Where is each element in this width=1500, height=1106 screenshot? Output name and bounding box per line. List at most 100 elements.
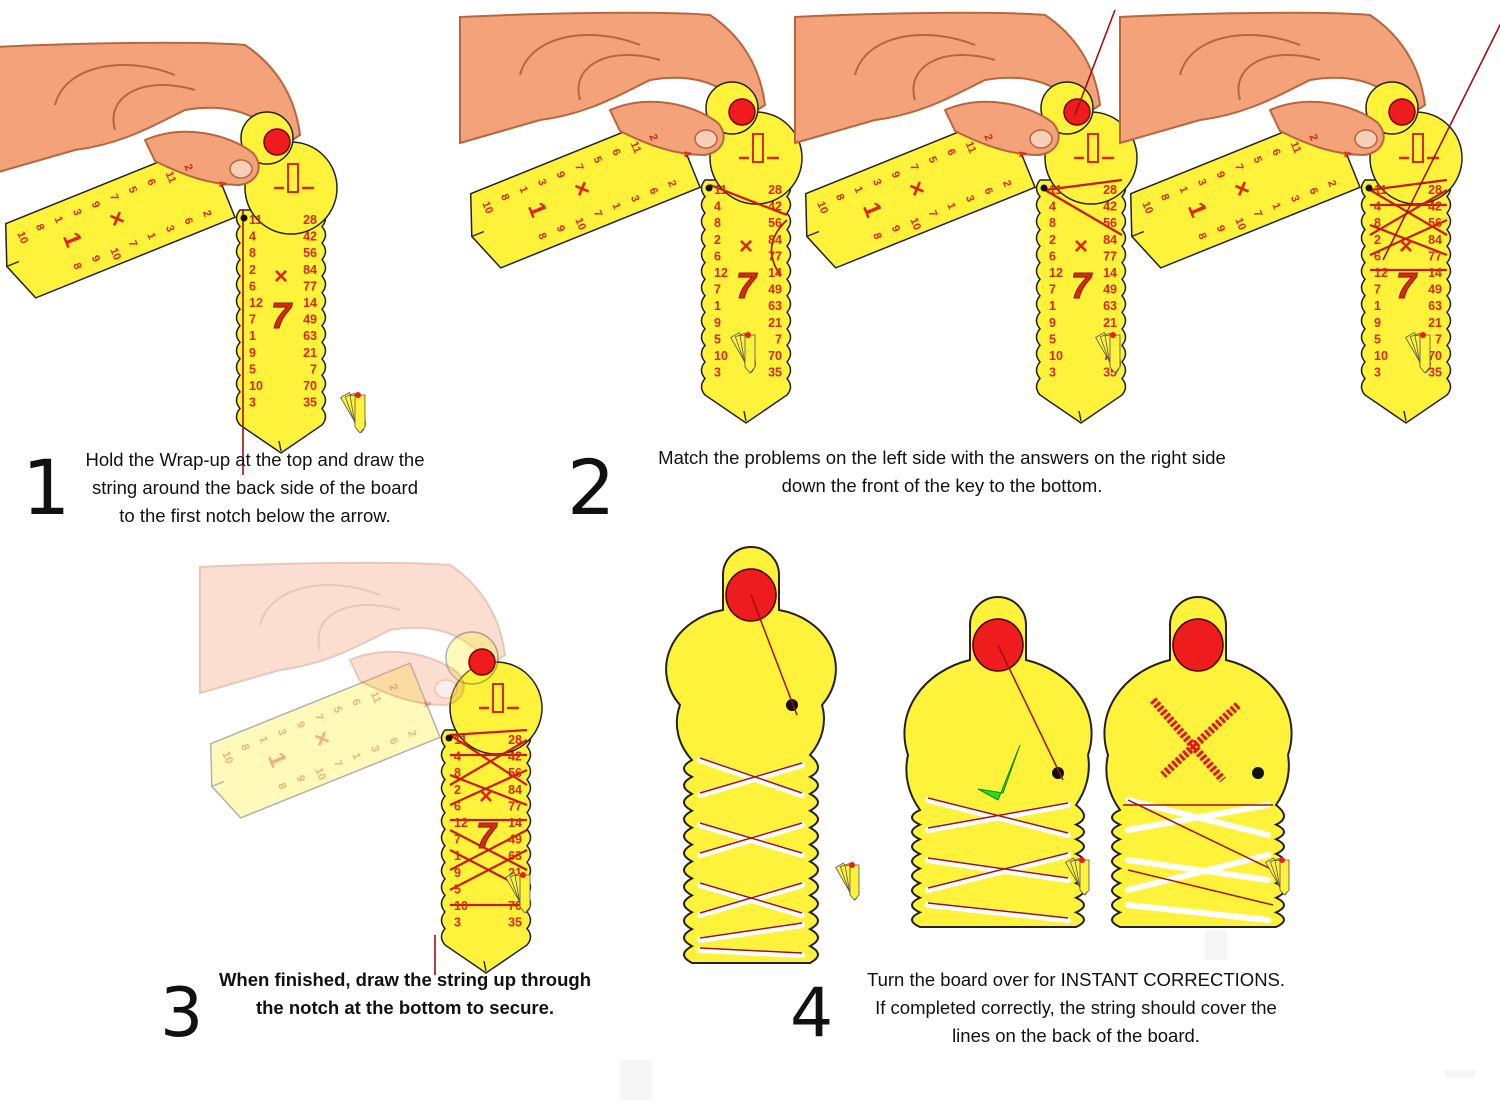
string-wrap (1127, 869, 1274, 906)
answer-number: 7 (1435, 332, 1442, 346)
answer-number: 84 (508, 783, 522, 797)
problem-number: 9 (714, 316, 721, 330)
key-body (235, 111, 338, 454)
arm-number: 7 (1251, 209, 1264, 219)
finger-crease (317, 604, 401, 651)
answer-number: 49 (1103, 283, 1117, 297)
problem-number: 8 (1374, 216, 1381, 230)
problem-number: 6 (1374, 249, 1381, 263)
answer-number: 56 (1103, 216, 1117, 230)
arm-number: 3 (275, 727, 288, 737)
arm-number: 10 (107, 246, 123, 262)
problem-number: 12 (1374, 266, 1388, 280)
arm-number: 8 (498, 192, 511, 202)
arm-number: 8 (70, 261, 83, 271)
bottom-notch (1078, 410, 1082, 422)
arm-number: 6 (349, 697, 362, 707)
caption-line: to the first notch below the arrow. (119, 505, 391, 526)
thumbnail (229, 159, 253, 179)
key-scene: 211657931810263171098×141148261271951032… (199, 561, 543, 975)
arm-number: 1 (609, 201, 622, 211)
problem-number: 8 (249, 246, 256, 260)
answer-line (1125, 802, 1271, 833)
wrap-up-key: 211657931810263171098×141148261271951032… (794, 9, 1138, 424)
operator-symbol: × (739, 233, 753, 260)
finger-crease (1179, 34, 1301, 76)
problem-number: 10 (714, 349, 728, 363)
answer-number: 28 (508, 733, 522, 747)
arm-number: 3 (535, 177, 548, 187)
problem-number: 1 (714, 299, 721, 313)
answer-number: 7 (775, 332, 782, 346)
mini-knob (1110, 332, 1116, 338)
answer-number: 21 (768, 316, 782, 330)
problem-number: 4 (714, 200, 721, 214)
string-wrap (449, 849, 528, 891)
step-4-number: 4 (790, 974, 834, 1053)
string-wrap (1044, 189, 1123, 236)
answer-number: 56 (303, 246, 317, 260)
problem-number: 1 (249, 329, 256, 343)
arm-number: 10 (479, 200, 495, 216)
answer-number: 84 (768, 233, 782, 247)
start-dot (705, 184, 713, 192)
caption-line: lines on the back of the board. (952, 1025, 1200, 1046)
answer-line (1125, 852, 1271, 893)
caption-line: If completed correctly, the string shoul… (875, 997, 1277, 1018)
answer-number: 77 (768, 249, 782, 263)
answer-number: 28 (1428, 183, 1442, 197)
string-wrap (1369, 178, 1448, 192)
problem-number: 5 (1374, 332, 1381, 346)
arm-number: 6 (181, 216, 194, 226)
board-back-full (665, 546, 837, 964)
problem-number: 3 (714, 366, 721, 380)
arm-number: 11 (628, 140, 643, 155)
arm-number: 2 (665, 179, 678, 189)
hand-palm (794, 11, 1102, 145)
arm-number: 1 (51, 215, 64, 225)
problem-number: 7 (454, 833, 461, 847)
problem-number: 4 (454, 750, 461, 764)
arm-number: 5 (926, 155, 939, 165)
arm-number: 2 (405, 729, 418, 739)
answer-number: 63 (1103, 299, 1117, 313)
arm-number: 8 (275, 781, 288, 791)
key-scene: 211657931810263171098×141148261271951032… (1119, 11, 1500, 424)
string-wrap (699, 757, 803, 794)
arm-number: 7 (591, 209, 604, 219)
step-2c-svg: 211657931810263171098×141148261271951032… (1119, 11, 1500, 424)
answer-number: 63 (508, 849, 522, 863)
problem-number: 10 (249, 379, 263, 393)
background-artifact (620, 1060, 652, 1100)
arm-number: 7 (331, 759, 344, 769)
arm-number: 5 (1251, 155, 1264, 165)
answer-number: 63 (768, 299, 782, 313)
problem-number: 5 (249, 362, 256, 376)
arm-number: 2 (1306, 132, 1319, 142)
logo-mark (287, 163, 299, 193)
string-wrap (449, 739, 528, 786)
caption-line: the notch at the bottom to secure. (255, 997, 555, 1018)
wrap-up-key: 211657931810263171098×141148261271951032… (199, 561, 543, 975)
caption-line: When finished, draw the string up throug… (218, 969, 592, 990)
finger-crease (112, 84, 196, 131)
arm-number: 8 (833, 192, 846, 202)
brand-logo (739, 133, 779, 163)
check-icon (977, 744, 1021, 801)
answer-number: 70 (303, 379, 317, 393)
bottom-notch (1403, 410, 1407, 422)
mini-key-stack-icon (1405, 331, 1432, 374)
arm-number: 11 (1288, 140, 1303, 155)
string-wrap (927, 802, 1069, 829)
arm-number: 1 (944, 201, 957, 211)
arm-number: 10 (907, 216, 923, 232)
finger-crease (854, 34, 976, 76)
string-wrap (709, 183, 788, 217)
